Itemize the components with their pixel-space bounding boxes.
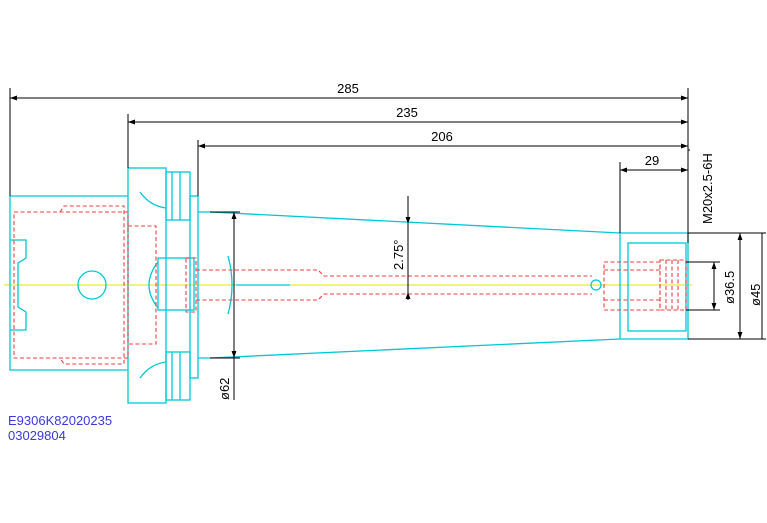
part-code: 03029804 bbox=[8, 428, 66, 443]
dim-206-label: 206 bbox=[431, 129, 453, 144]
dim-235-label: 235 bbox=[396, 105, 418, 120]
dim-29-label: 29 bbox=[645, 153, 659, 168]
dim-45-label: ø45 bbox=[748, 284, 763, 306]
hidden-lines bbox=[13, 205, 687, 365]
thread-label: M20x2.5-6H bbox=[700, 153, 715, 224]
angle-label: 2.75° bbox=[391, 239, 406, 270]
dimension-lines bbox=[9, 88, 766, 400]
dim-285-label: 285 bbox=[337, 81, 359, 96]
dim-36-5-label: ø36.5 bbox=[722, 271, 737, 304]
part-number: E9306K82020235 bbox=[8, 413, 113, 428]
dim-62-label: ø62 bbox=[217, 378, 232, 400]
holder-outline bbox=[9, 167, 689, 404]
